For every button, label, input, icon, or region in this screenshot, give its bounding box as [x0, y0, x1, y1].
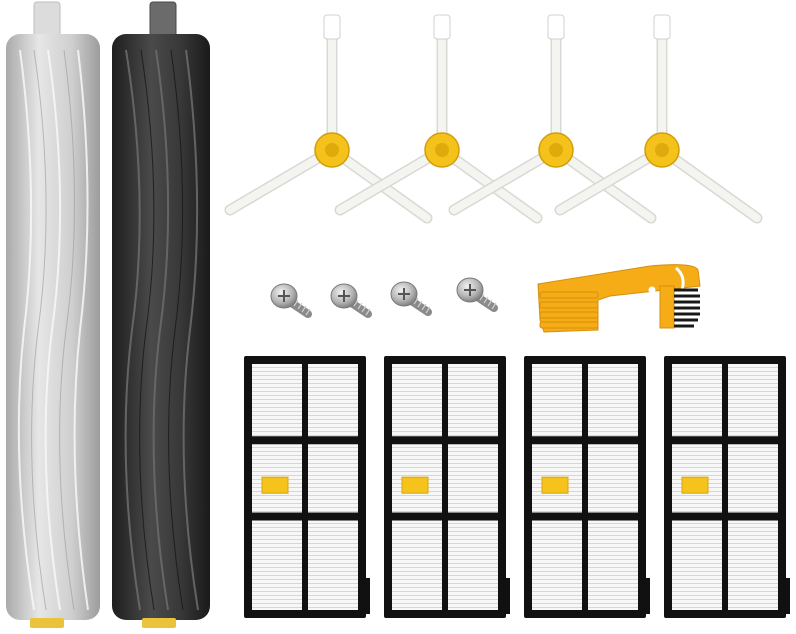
cleaning-tool: [537, 264, 701, 333]
roller-brush-light: [6, 1, 100, 628]
hepa-filter: [244, 356, 370, 618]
roller-brush-dark: [112, 1, 210, 628]
side-brush: [554, 14, 763, 224]
hepa-filter: [384, 356, 510, 618]
screw: [330, 283, 372, 318]
side-brush: [334, 14, 543, 224]
screw: [456, 277, 498, 312]
screw: [390, 281, 432, 316]
hepa-filter: [664, 356, 790, 618]
screw: [270, 283, 312, 318]
side-brush: [448, 14, 657, 224]
side-brush: [224, 14, 433, 224]
hepa-filter: [524, 356, 650, 618]
